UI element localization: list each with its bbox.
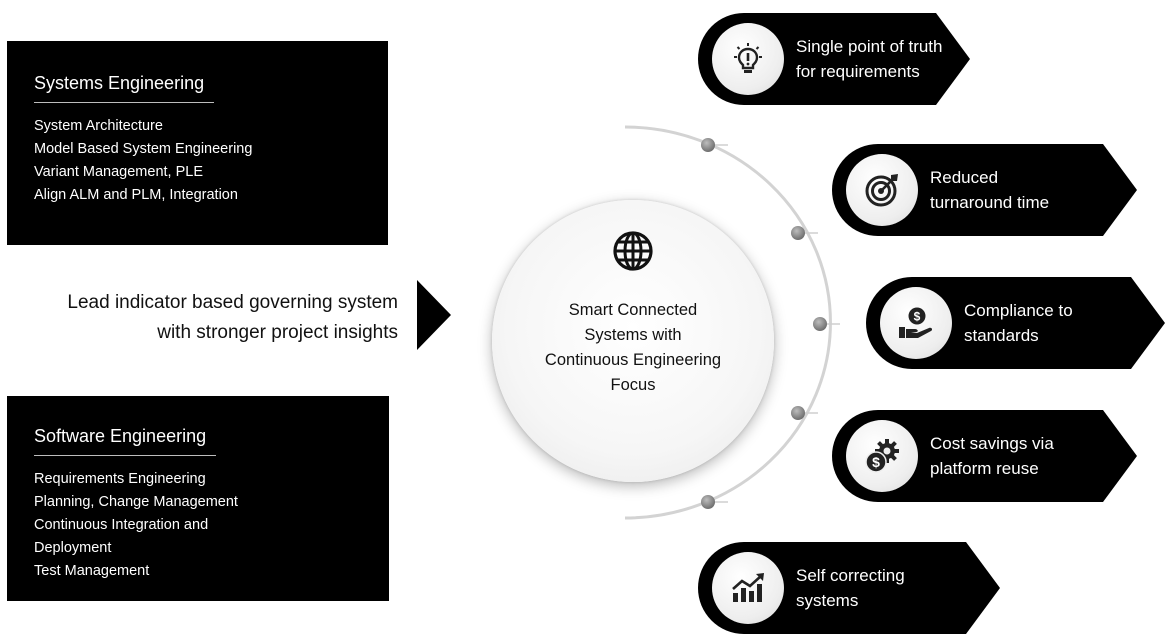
- benefit-line: Reduced: [930, 168, 999, 187]
- software-item: Deployment: [34, 540, 112, 556]
- center-line: Systems with: [584, 326, 682, 344]
- money-hand-icon: $: [899, 307, 933, 338]
- benefit-icon-badge: $: [880, 287, 952, 359]
- svg-text:$: $: [914, 310, 921, 324]
- lightbulb-icon: [734, 43, 762, 73]
- benefit-self-correcting: Self correcting systems: [698, 542, 1000, 634]
- benefit-line: Self correcting: [796, 566, 905, 585]
- center-line: Smart Connected: [568, 301, 698, 319]
- benefit-line: Single point of truth: [796, 37, 943, 56]
- software-engineering-panel: Software Engineering Requirements Engine…: [7, 396, 389, 601]
- benefit-single-point-of-truth: Single point of truth for requirements: [698, 13, 970, 105]
- target-icon: [865, 174, 898, 207]
- systems-engineering-panel: Systems Engineering System Architecture …: [7, 41, 388, 245]
- software-item: Continuous Integration and: [34, 517, 209, 533]
- systems-item: Variant Management, PLE: [34, 164, 203, 180]
- arc-node: [791, 406, 818, 420]
- software-item: Test Management: [34, 563, 150, 579]
- lead-indicator-text: Lead indicator based governing system wi…: [20, 288, 398, 348]
- dollar-gear-icon: $: [865, 439, 899, 473]
- software-item: Requirements Engineering: [34, 471, 206, 487]
- benefit-line: standards: [964, 326, 1039, 345]
- benefit-icon-badge: [712, 552, 784, 624]
- lead-indicator-line: Lead indicator based governing system: [67, 292, 398, 313]
- benefit-line: Cost savings via: [930, 434, 1054, 453]
- software-engineering-title: Software Engineering: [34, 426, 217, 456]
- systems-engineering-title: Systems Engineering: [34, 73, 215, 103]
- arc-node: [791, 226, 818, 240]
- benefit-line: for requirements: [796, 62, 920, 81]
- arc-node: [701, 138, 728, 152]
- center-line: Focus: [610, 376, 656, 394]
- benefit-icon-badge: $: [846, 420, 918, 492]
- systems-item: Align ALM and PLM, Integration: [34, 187, 238, 203]
- systems-item: System Architecture: [34, 118, 163, 134]
- benefit-compliance: $ Compliance to standards: [866, 277, 1165, 369]
- software-item: Planning, Change Management: [34, 494, 238, 510]
- center-focus-text: Smart Connected Systems with Continuous …: [512, 298, 754, 398]
- arc-node: [701, 495, 728, 509]
- svg-text:$: $: [872, 454, 880, 470]
- triangle-arrow-icon: [417, 280, 451, 350]
- arc-line: [624, 125, 832, 520]
- benefit-line: platform reuse: [930, 459, 1039, 478]
- benefit-icon-badge: [846, 154, 918, 226]
- benefit-line: Compliance to: [964, 301, 1073, 320]
- benefit-icon-badge: [712, 23, 784, 95]
- systems-item: Model Based System Engineering: [34, 141, 253, 157]
- benefit-line: turnaround time: [930, 193, 1050, 212]
- benefit-reduced-turnaround: Reduced turnaround time: [832, 144, 1137, 236]
- center-focus-circle: Smart Connected Systems with Continuous …: [492, 200, 774, 482]
- benefit-cost-savings: $ Cost savings via platform reuse: [832, 410, 1137, 502]
- lead-indicator-line: with stronger project insights: [157, 322, 398, 343]
- arc-node: [813, 317, 840, 331]
- growth-chart-icon: [732, 573, 764, 602]
- benefit-line: systems: [796, 591, 859, 610]
- center-line: Continuous Engineering: [544, 351, 722, 369]
- globe-icon: [613, 231, 653, 271]
